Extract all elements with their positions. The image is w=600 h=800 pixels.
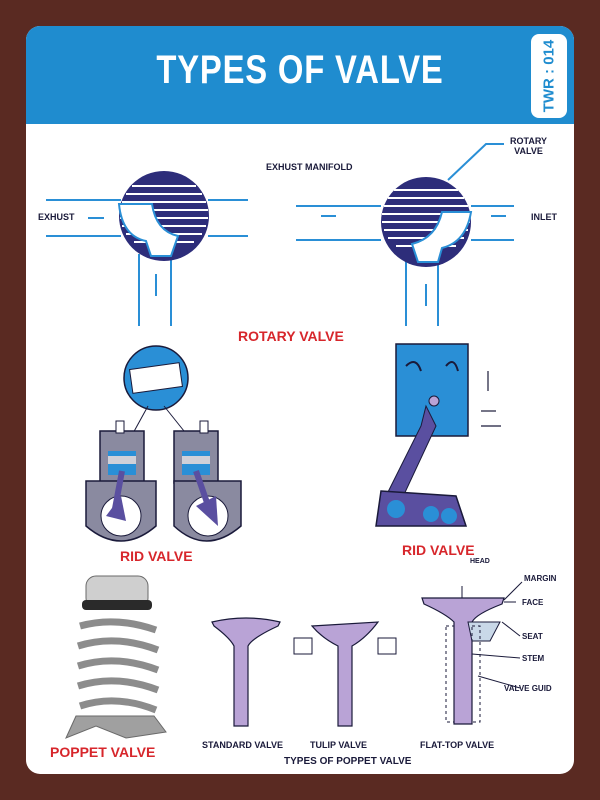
- page-title: TYPES OF VALVE: [156, 48, 444, 92]
- label-tulip-valve: TULIP VALVE: [310, 740, 368, 750]
- caption-rotary-valve: ROTARY VALVE: [238, 328, 344, 344]
- code-badge: TWR : 014: [531, 34, 567, 118]
- rid-valve-left-illustration: [85, 345, 242, 542]
- flat-top-valve-illustration: [421, 581, 523, 725]
- poppet-valve-illustration: [65, 575, 167, 739]
- label-flat-top-valve: FLAT-TOP VALVE: [420, 740, 495, 750]
- label-exhust-manifold: EXHUST MANIFOLD: [266, 162, 353, 172]
- label-exhust: EXHUST: [38, 212, 75, 222]
- label-rotary-valve-line1: ROTARY: [510, 136, 547, 146]
- label-head: HEAD: [470, 558, 490, 565]
- label-inlet: INLET: [531, 212, 557, 222]
- label-rotary-valve: ROTARY VALVE: [510, 136, 547, 156]
- label-rotary-valve-line2: VALVE: [514, 146, 543, 156]
- label-stem: STEM: [522, 654, 545, 663]
- standard-valve-illustration: [211, 617, 281, 727]
- caption-types-of-poppet-valve: TYPES OF POPPET VALVE: [284, 756, 412, 767]
- caption-poppet-valve: POPPET VALVE: [50, 744, 156, 760]
- label-face: FACE: [522, 598, 544, 607]
- tulip-valve-illustration: [293, 621, 397, 727]
- header-bar: TYPES OF VALVE TWR : 014: [26, 26, 574, 124]
- diagram-canvas: [46, 143, 523, 739]
- caption-rid-valve-right: RID VALVE: [402, 542, 475, 558]
- label-seat: SEAT: [522, 632, 543, 641]
- label-valve-guid: VALVE GUID: [504, 684, 552, 693]
- label-standard-valve: STANDARD VALVE: [202, 740, 283, 750]
- rotary-valve-left-illustration: [46, 171, 248, 326]
- label-margin: MARGIN: [524, 574, 557, 583]
- caption-rid-valve-left: RID VALVE: [120, 548, 193, 564]
- rotary-valve-right-illustration: [296, 143, 514, 326]
- rid-valve-right-illustration: [375, 343, 501, 527]
- poster-card: TYPES OF VALVE TWR : 014: [26, 26, 574, 774]
